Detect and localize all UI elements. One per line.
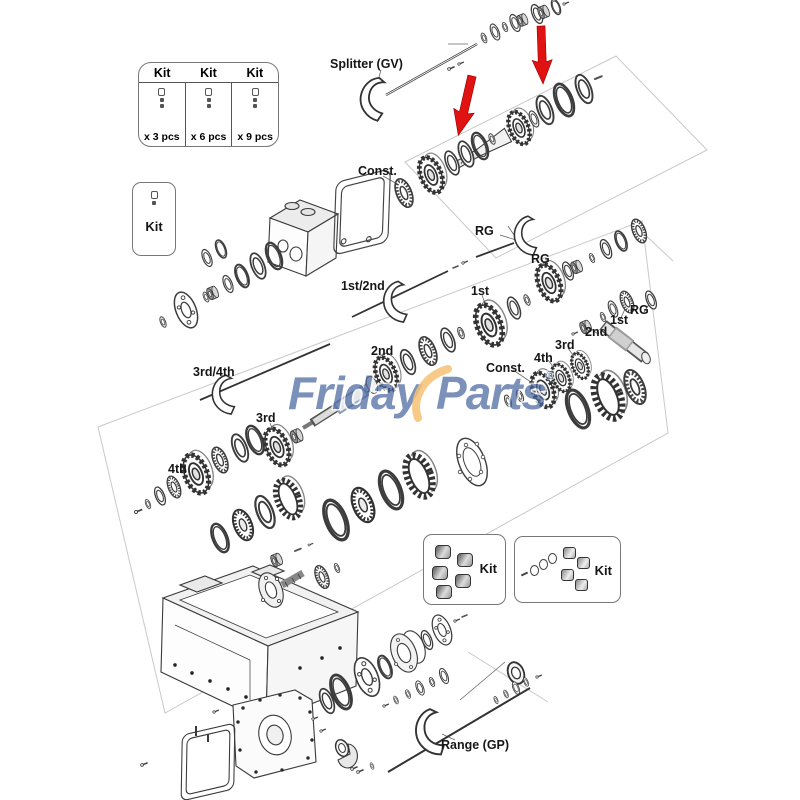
nut-icon xyxy=(561,569,574,581)
shift-forks xyxy=(199,215,538,773)
label-rg-mid: RG xyxy=(531,252,550,266)
watermark-word2: Parts xyxy=(436,367,547,419)
label-rg-top: RG xyxy=(475,224,494,238)
label-2nd-right: 2nd xyxy=(585,325,608,339)
label-const-upper: Const. xyxy=(358,164,397,178)
kit-box-washers: Kit xyxy=(514,536,621,603)
label-splitter: Splitter (GV) xyxy=(330,57,403,71)
label-rg-right: RG xyxy=(630,303,649,317)
output-shaft xyxy=(599,320,651,365)
kit-qty: x 9 pcs xyxy=(237,131,273,143)
front-gasket xyxy=(333,169,391,255)
kit-column: x 6 pcs xyxy=(184,83,232,146)
kit-quantity-panel: Kit Kit Kit x 3 pcs x 6 pcs x 9 pcs xyxy=(138,62,279,147)
nut-icon xyxy=(577,557,590,569)
label-3rd-4th: 3rd/4th xyxy=(193,365,235,379)
kit-col-title: Kit xyxy=(153,66,171,80)
nut-icon xyxy=(575,579,588,591)
output-flange xyxy=(258,569,305,608)
label-1st-2nd: 1st/2nd xyxy=(341,279,385,293)
kit-column: x 3 pcs xyxy=(139,83,185,146)
fork-1st-2nd xyxy=(382,280,408,323)
kit-label: Kit xyxy=(145,219,163,234)
label-3rd-mid: 3rd xyxy=(256,411,276,425)
yoke-segment xyxy=(337,743,358,769)
kit-box-rollers: Kit xyxy=(423,534,506,605)
front-housing xyxy=(267,199,340,277)
bolt-icon xyxy=(150,191,158,205)
washer-icon xyxy=(530,565,539,576)
nut-icon xyxy=(563,547,576,559)
label-4th-left: 4th xyxy=(168,462,187,476)
label-const-right: Const. xyxy=(486,361,525,375)
kit-qty: x 3 pcs xyxy=(144,131,180,143)
roller-bearing-icon xyxy=(457,553,473,567)
planet-hub xyxy=(390,630,426,673)
label-range: Range (GP) xyxy=(441,738,510,752)
flanged-bearing-disc xyxy=(456,437,488,487)
bolt-icon xyxy=(251,88,259,108)
watermark-swoosh-icon xyxy=(412,365,453,422)
label-2nd-mid: 2nd xyxy=(371,344,394,358)
fork-3rd-4th xyxy=(211,374,236,415)
kit-panel-header: Kit Kit Kit xyxy=(139,63,278,83)
splitter-rail xyxy=(356,42,478,123)
roller-bearing-icon xyxy=(435,545,451,559)
roller-bearing-icon xyxy=(432,566,448,580)
red-arrow-left xyxy=(447,73,483,139)
registered-mark: ® xyxy=(546,370,554,382)
washer-icon xyxy=(539,559,548,570)
label-1st-right: 1st xyxy=(610,313,629,327)
kit-panel-body: x 3 pcs x 6 pcs x 9 pcs xyxy=(139,83,278,146)
roller-bearing-icon xyxy=(436,585,452,599)
kit-label: Kit xyxy=(594,563,612,578)
fork-rg xyxy=(513,215,538,256)
bolt-icon xyxy=(158,88,166,108)
label-1st-mid: 1st xyxy=(471,284,490,298)
bolt-icon xyxy=(205,88,212,108)
kit-label: Kit xyxy=(479,561,497,576)
kit-box-left: Kit xyxy=(132,182,176,256)
label-4th-right: 4th xyxy=(534,351,553,365)
kit-col-title: Kit xyxy=(200,66,217,80)
red-arrow-right xyxy=(530,25,554,85)
roller-bearing-icon xyxy=(455,574,471,588)
kit-column: x 9 pcs xyxy=(231,83,278,146)
pin-icon xyxy=(520,571,529,577)
watermark-word1: Friday xyxy=(288,367,421,419)
main-shaft xyxy=(301,375,379,430)
rear-cover xyxy=(180,689,358,800)
kit-qty: x 6 pcs xyxy=(190,131,227,143)
washer-icon xyxy=(548,553,557,564)
watermark: Friday Parts ® xyxy=(288,365,554,424)
kit-col-title: Kit xyxy=(246,66,264,80)
label-3rd-right: 3rd xyxy=(555,338,575,352)
